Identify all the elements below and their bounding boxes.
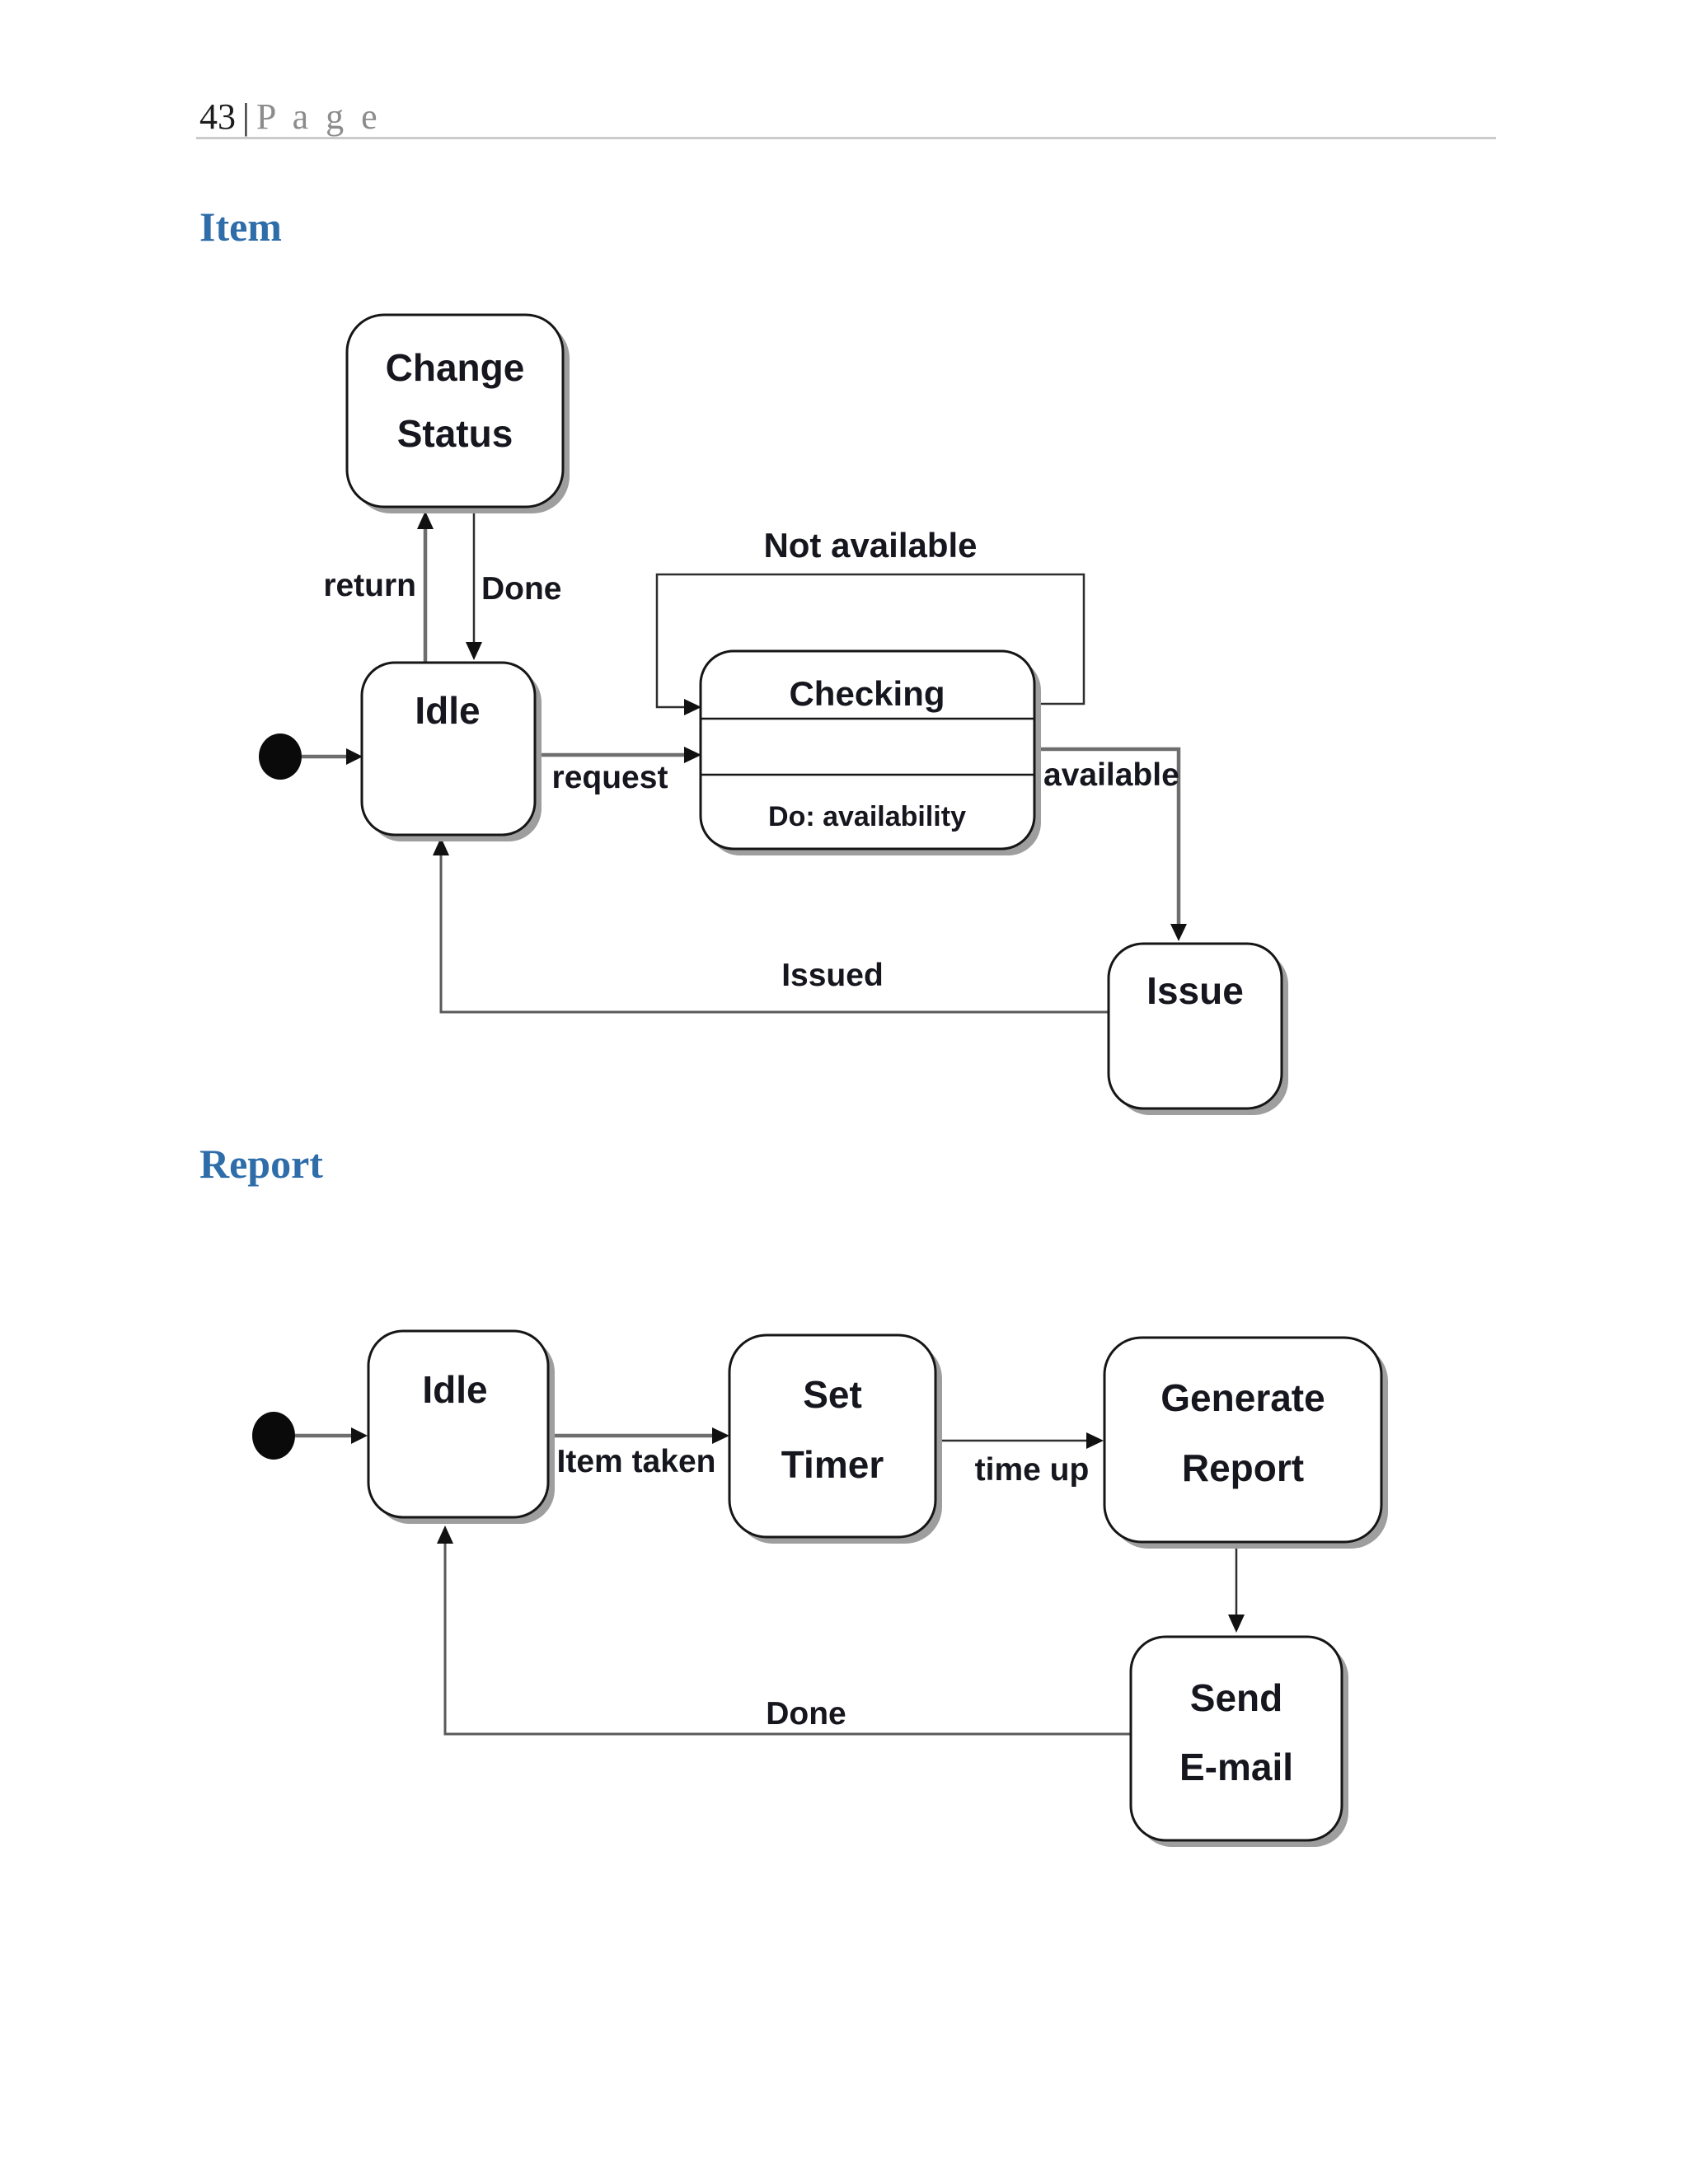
state-idle-report-box (367, 1329, 550, 1519)
state-issue-label: Issue (1146, 969, 1244, 1012)
state-idle-box (360, 661, 537, 837)
item-state-diagram: return Done request Not available (259, 313, 1288, 1115)
transition-time-up: time up (935, 1432, 1104, 1488)
arrowhead-item-taken (712, 1427, 729, 1444)
state-send-email-label-line1: Send (1190, 1676, 1282, 1719)
transition-time-up-label: time up (975, 1452, 1090, 1488)
transition-not-available-label: Not available (763, 526, 977, 565)
state-generate-report-label-line2: Report (1182, 1446, 1304, 1489)
transition-done-item: Done (466, 508, 562, 660)
report-state-diagram: Item taken time up Done (252, 1329, 1388, 1847)
state-generate-report: Generate Report (1103, 1336, 1388, 1549)
state-idle-report: Idle (367, 1329, 555, 1524)
arrowhead-request (684, 747, 701, 763)
state-send-email: Send E-mail (1129, 1635, 1348, 1847)
state-set-timer: Set Timer (728, 1333, 942, 1544)
report-initial-state (252, 1412, 368, 1460)
transition-item-taken: Item taken (548, 1427, 729, 1479)
state-generate-report-box (1103, 1336, 1383, 1544)
header-rule (196, 137, 1496, 139)
state-issue-box (1107, 942, 1283, 1110)
transition-return-label: return (323, 568, 416, 603)
arrowhead-done-report (437, 1526, 453, 1544)
state-checking-title: Checking (789, 674, 945, 713)
transition-issued-path (439, 853, 1109, 1014)
state-change-status: Change Status (345, 313, 570, 513)
state-checking-box (699, 649, 1036, 851)
page-number: 43 (199, 96, 236, 137)
state-send-email-box (1129, 1635, 1343, 1842)
arrowhead-issued (433, 837, 449, 855)
page-header: 43|P a g e (199, 97, 382, 137)
arrowhead-done (466, 642, 482, 660)
state-checking-do-activity: Do: availability (768, 801, 966, 832)
arrowhead-not-available (684, 699, 701, 715)
state-generate-report-label-line1: Generate (1160, 1376, 1325, 1419)
transition-available-path (1034, 747, 1181, 926)
state-issue: Issue (1107, 942, 1288, 1115)
heading-report: Report (199, 1141, 323, 1187)
arrowhead-initial-to-idle-report (351, 1427, 368, 1444)
state-idle-report-label: Idle (422, 1368, 487, 1411)
arrowhead-generate-to-send (1228, 1615, 1245, 1633)
transition-request: request (536, 747, 701, 795)
state-change-status-box (345, 313, 565, 509)
arrowhead-initial-to-idle (346, 748, 363, 765)
state-idle-label: Idle (415, 689, 480, 732)
arrowhead-return (417, 511, 434, 529)
state-set-timer-label-line2: Timer (781, 1443, 884, 1486)
initial-state-dot (259, 733, 302, 780)
state-change-status-label-line2: Status (397, 412, 513, 455)
arrowhead-available (1170, 924, 1187, 941)
transition-done-report-label: Done (766, 1696, 846, 1732)
heading-item: Item (199, 204, 282, 250)
report-initial-state-dot (252, 1412, 295, 1460)
transition-item-taken-label: Item taken (557, 1444, 716, 1479)
state-set-timer-box (728, 1333, 937, 1539)
transition-issued-label: Issued (781, 958, 884, 993)
transition-return: return (323, 511, 434, 662)
state-send-email-label-line2: E-mail (1179, 1746, 1293, 1788)
transition-done-report-path (443, 1542, 1131, 1736)
state-checking: Checking Do: availability (699, 649, 1041, 855)
transition-done-report: Done (437, 1526, 1131, 1736)
state-change-status-label-line1: Change (386, 346, 525, 389)
transition-available: available (1034, 747, 1187, 941)
state-set-timer-label-line1: Set (803, 1373, 862, 1416)
transition-request-label: request (552, 760, 668, 795)
initial-state (259, 733, 363, 780)
page-word: P a g e (256, 96, 382, 137)
transition-available-label: available (1043, 757, 1179, 793)
transition-not-available: Not available (655, 526, 1085, 715)
state-idle-item: Idle (360, 661, 542, 841)
arrowhead-time-up (1086, 1432, 1104, 1449)
header-separator: | (242, 96, 250, 137)
transition-done-label: Done (481, 571, 562, 607)
transition-issued: Issued (433, 837, 1109, 1014)
transition-not-available-path (655, 573, 1085, 709)
transition-generate-to-send (1228, 1542, 1245, 1633)
